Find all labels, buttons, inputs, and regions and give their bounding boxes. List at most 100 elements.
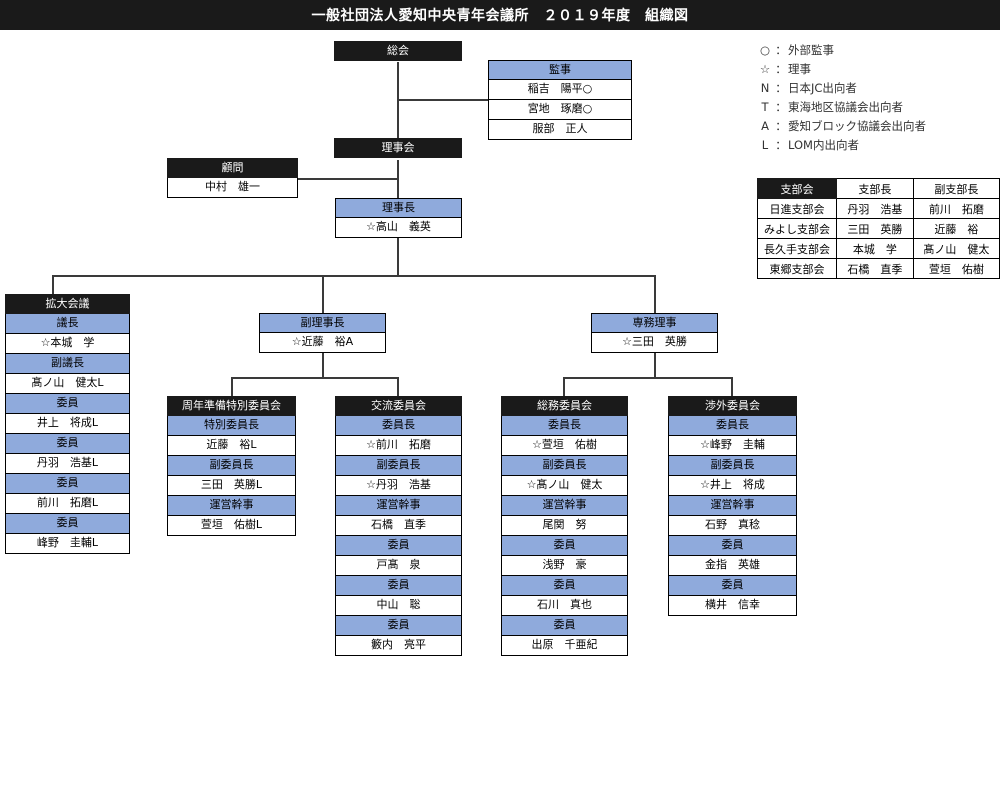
legend-text: 日本JC出向者 — [788, 80, 857, 95]
node-rijicho[interactable]: 理事長 ☆高山 義英 — [335, 198, 462, 238]
shogai-role: 副委員長 — [668, 456, 797, 476]
connector-drop-soumu — [563, 377, 565, 396]
node-komon[interactable]: 顧問 中村 雄一 — [167, 158, 298, 198]
kakudai-role: 委員 — [5, 474, 130, 494]
legend-item: N ： 日本JC出向者 — [756, 78, 996, 97]
legend-text: 理事 — [788, 61, 811, 76]
soumu-role: 委員長 — [501, 416, 628, 436]
kakudai-role: 議長 — [5, 314, 130, 334]
komon-member: 中村 雄一 — [167, 178, 298, 198]
soumu-role: 委員 — [501, 576, 628, 596]
connector-drop-shogai — [731, 377, 733, 396]
koryu-name: 戸髙 泉 — [335, 556, 462, 576]
table-row: 日進支部会 丹羽 浩基 前川 拓磨 — [756, 198, 1000, 219]
connector-drop-shunen — [231, 377, 233, 396]
node-shogai-committee[interactable]: 渉外委員会 委員長 ☆峰野 圭輔 副委員長 ☆井上 将成 運営幹事 石野 真稔 … — [668, 396, 797, 616]
shunen-role: 副委員長 — [167, 456, 296, 476]
node-senmu-riji[interactable]: 専務理事 ☆三田 英勝 — [591, 313, 718, 353]
connector-rijikai-to-rijicho — [397, 160, 399, 198]
koryu-name: ☆丹羽 浩基 — [335, 476, 462, 496]
soumu-name: 浅野 豪 — [501, 556, 628, 576]
connector-bus-fukurijicho — [231, 377, 399, 379]
shunen-title: 周年準備特別委員会 — [167, 396, 296, 416]
node-rijikai[interactable]: 理事会 — [334, 138, 462, 158]
shogai-name: ☆峰野 圭輔 — [668, 436, 797, 456]
connector-fukurijicho-drop — [322, 353, 324, 378]
branch-chief: 石橋 直季 — [836, 258, 914, 279]
legend-symbol-l: L — [761, 137, 769, 152]
legend-colon: ： — [775, 137, 787, 152]
kakudai-role: 委員 — [5, 434, 130, 454]
kanji-member: 服部 正人 — [488, 120, 632, 140]
branch-table: 支部会 支部長 副支部長 日進支部会 丹羽 浩基 前川 拓磨 みよし支部会 三田… — [756, 178, 1000, 279]
legend-symbol-t: T — [761, 99, 769, 114]
branch-name: 日進支部会 — [756, 198, 838, 219]
shogai-name: 石野 真稔 — [668, 516, 797, 536]
branch-chief: 本城 学 — [836, 238, 914, 259]
branch-vicechief: 髙ノ山 健太 — [912, 238, 1000, 259]
soumu-name: 出原 千亜紀 — [501, 636, 628, 656]
soukai-title: 総会 — [334, 41, 462, 61]
legend-symbol-star-icon: ☆ — [759, 61, 771, 76]
node-soukai[interactable]: 総会 — [334, 41, 462, 61]
page-title: 一般社団法人愛知中央青年会議所 ２０１９年度 組織図 — [0, 0, 1000, 30]
shunen-name: 萱垣 佑樹L — [167, 516, 296, 536]
branch-name: 長久手支部会 — [756, 238, 838, 259]
kakudai-name: 峰野 圭輔L — [5, 534, 130, 554]
fukurijicho-member: ☆近藤 裕A — [259, 333, 386, 353]
kakudai-name: 前川 拓磨L — [5, 494, 130, 514]
legend-colon: ： — [775, 99, 787, 114]
soumu-name: ☆髙ノ山 健太 — [501, 476, 628, 496]
connector-senmu-drop — [654, 353, 656, 378]
node-soumu-committee[interactable]: 総務委員会 委員長 ☆萱垣 佑樹 副委員長 ☆髙ノ山 健太 運営幹事 尾関 努 … — [501, 396, 628, 656]
legend-item: ☆ ： 理事 — [756, 59, 996, 78]
kakudai-role: 委員 — [5, 514, 130, 534]
node-kanji[interactable]: 監事 稲吉 陽平○ 宮地 琢磨○ 服部 正人 — [488, 60, 632, 140]
senmu-title: 専務理事 — [591, 313, 718, 333]
kakudai-role: 副議長 — [5, 354, 130, 374]
connector-kanji — [397, 99, 489, 101]
branch-vicechief: 萱垣 佑樹 — [912, 258, 1000, 279]
legend-colon: ： — [775, 80, 787, 95]
koryu-role: 委員 — [335, 616, 462, 636]
soumu-role: 運営幹事 — [501, 496, 628, 516]
legend-text: 外部監事 — [788, 42, 834, 57]
koryu-name: 中山 聡 — [335, 596, 462, 616]
shogai-role: 委員長 — [668, 416, 797, 436]
kanji-title: 監事 — [488, 60, 632, 80]
node-kakudai-kaigi[interactable]: 拡大会議 議長 ☆本城 学 副議長 髙ノ山 健太L 委員 井上 将成L 委員 丹… — [5, 294, 130, 554]
node-koryu-committee[interactable]: 交流委員会 委員長 ☆前川 拓磨 副委員長 ☆丹羽 浩基 運営幹事 石橋 直季 … — [335, 396, 462, 656]
koryu-title: 交流委員会 — [335, 396, 462, 416]
kakudai-title: 拡大会議 — [5, 294, 130, 314]
legend-item: ○ ： 外部監事 — [756, 40, 996, 59]
fukurijicho-title: 副理事長 — [259, 313, 386, 333]
legend-colon: ： — [775, 61, 787, 76]
connector-drop-kakudai — [52, 275, 54, 294]
koryu-name: ☆前川 拓磨 — [335, 436, 462, 456]
branch-vicechief: 前川 拓磨 — [912, 198, 1000, 219]
soumu-role: 委員 — [501, 536, 628, 556]
shogai-title: 渉外委員会 — [668, 396, 797, 416]
senmu-member: ☆三田 英勝 — [591, 333, 718, 353]
soumu-title: 総務委員会 — [501, 396, 628, 416]
connector-drop-koryu — [397, 377, 399, 396]
shunen-name: 近藤 裕L — [167, 436, 296, 456]
soumu-name: ☆萱垣 佑樹 — [501, 436, 628, 456]
branch-name: みよし支部会 — [756, 218, 838, 239]
branch-name: 東郷支部会 — [756, 258, 838, 279]
koryu-role: 副委員長 — [335, 456, 462, 476]
shogai-name: 金指 英雄 — [668, 556, 797, 576]
branch-chief: 丹羽 浩基 — [836, 198, 914, 219]
shogai-role: 委員 — [668, 576, 797, 596]
legend-symbol-circle-icon: ○ — [759, 42, 771, 57]
node-fukurijicho[interactable]: 副理事長 ☆近藤 裕A — [259, 313, 386, 353]
branch-vicechief: 近藤 裕 — [912, 218, 1000, 239]
legend-item: L ： LOM内出向者 — [756, 135, 996, 154]
branch-header-vicechief: 副支部長 — [912, 178, 1000, 199]
node-shunen-committee[interactable]: 周年準備特別委員会 特別委員長 近藤 裕L 副委員長 三田 英勝L 運営幹事 萱… — [167, 396, 296, 536]
koryu-role: 運営幹事 — [335, 496, 462, 516]
legend-symbol-n: N — [760, 80, 770, 95]
table-row: 長久手支部会 本城 学 髙ノ山 健太 — [756, 238, 1000, 259]
kakudai-role: 委員 — [5, 394, 130, 414]
table-row: みよし支部会 三田 英勝 近藤 裕 — [756, 218, 1000, 239]
